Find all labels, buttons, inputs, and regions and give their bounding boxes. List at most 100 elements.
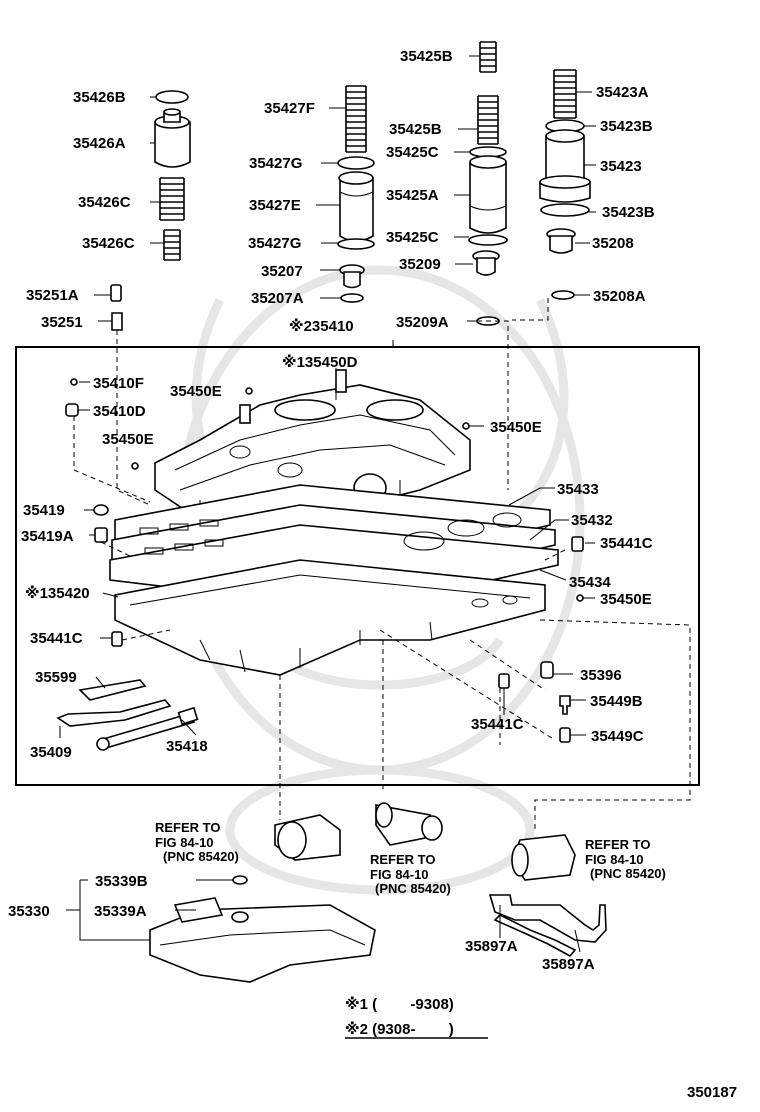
callout-35449C: 35449C bbox=[591, 728, 644, 745]
part-35396 bbox=[540, 661, 554, 679]
callout-35251: 35251 bbox=[41, 314, 83, 331]
callout-35450E-d: 35450E bbox=[600, 591, 652, 608]
callout-35425B-top: 35425B bbox=[400, 48, 453, 65]
callout-35251A: 35251A bbox=[26, 287, 79, 304]
callout-35599: 35599 bbox=[35, 669, 77, 686]
callout-35427G-a: 35427G bbox=[249, 155, 302, 172]
callout-35423B-b: 35423B bbox=[602, 204, 655, 221]
callout-35409: 35409 bbox=[30, 744, 72, 761]
part-35426C-spring bbox=[159, 177, 185, 221]
part-35207-plug bbox=[339, 264, 365, 289]
callout-35426A: 35426A bbox=[73, 135, 126, 152]
refer-note-left: REFER TO FIG 84-10 (PNC 85420) bbox=[155, 820, 239, 864]
part-35450E-dot-a bbox=[245, 387, 253, 395]
part-35207A-oring bbox=[340, 293, 364, 303]
part-35450E-dot-b bbox=[131, 462, 139, 470]
callout-35410F: 35410F bbox=[93, 375, 144, 392]
part-35441C-c bbox=[498, 673, 510, 689]
refer-note-center-line1: REFER TO bbox=[370, 852, 436, 867]
part-35330-oil-strainer bbox=[149, 897, 376, 983]
callout-35209A: 35209A bbox=[396, 314, 449, 331]
part-35251A bbox=[110, 284, 122, 302]
callout-35426B: 35426B bbox=[73, 89, 126, 106]
callout-35427F: 35427F bbox=[264, 100, 315, 117]
part-35251 bbox=[111, 312, 123, 331]
part-35339B-gasket bbox=[232, 875, 248, 885]
callout-35423: 35423 bbox=[600, 158, 642, 175]
callout-35432: 35432 bbox=[571, 512, 613, 529]
part-35449B bbox=[559, 695, 571, 715]
callout-35433: 35433 bbox=[557, 481, 599, 498]
callout-235410: ※235410 bbox=[289, 317, 354, 335]
callout-35441C-a: 35441C bbox=[600, 535, 653, 552]
part-35409-lever bbox=[56, 699, 172, 727]
callout-35425C-a: 35425C bbox=[386, 144, 439, 161]
refer-note-center-line3: (PNC 85420) bbox=[375, 881, 451, 896]
part-35427G-ring-upper bbox=[337, 156, 375, 170]
part-35208A-oring bbox=[551, 290, 575, 300]
refer-note-center: REFER TO FIG 84-10 (PNC 85420) bbox=[370, 852, 451, 896]
callout-35897A-b: 35897A bbox=[542, 956, 595, 973]
part-35449C bbox=[559, 727, 571, 743]
callout-35425A: 35425A bbox=[386, 187, 439, 204]
part-35419 bbox=[93, 504, 109, 516]
callout-135450D: ※135450D bbox=[282, 353, 358, 371]
legend-note-1: ※1 ( -9308) bbox=[345, 995, 454, 1013]
callout-35419A: 35419A bbox=[21, 528, 74, 545]
part-35441C-b bbox=[111, 631, 123, 647]
callout-35418: 35418 bbox=[166, 738, 208, 755]
callout-35449B: 35449B bbox=[590, 693, 643, 710]
part-35427F-spring bbox=[345, 85, 367, 153]
callout-35434: 35434 bbox=[569, 574, 611, 591]
solenoid-center bbox=[375, 802, 443, 846]
leader-lines bbox=[59, 55, 596, 953]
callout-35427G-b: 35427G bbox=[248, 235, 301, 252]
part-35599-bracket bbox=[78, 679, 147, 701]
callout-35425C-b: 35425C bbox=[386, 229, 439, 246]
callout-35208: 35208 bbox=[592, 235, 634, 252]
part-35425C-ring-lower bbox=[468, 234, 508, 246]
legend-note-2: ※2 (9308- ) bbox=[345, 1020, 454, 1038]
solenoid-right bbox=[511, 834, 576, 881]
legend: ※1 ( -9308) ※2 (9308- ) bbox=[345, 995, 488, 1039]
part-35209-plug bbox=[472, 250, 500, 276]
refer-note-right-line2: FIG 84-10 bbox=[585, 852, 644, 867]
callout-35441C-b: 35441C bbox=[30, 630, 83, 647]
part-35441C-a bbox=[571, 536, 584, 552]
part-35450E-dot-d bbox=[576, 594, 584, 602]
part-35410D bbox=[65, 403, 79, 417]
refer-note-left-line3: (PNC 85420) bbox=[163, 849, 239, 864]
part-35450E-dot-c bbox=[462, 422, 470, 430]
callout-35423B-a: 35423B bbox=[600, 118, 653, 135]
refer-note-left-line1: REFER TO bbox=[155, 820, 221, 835]
callout-35897A-a: 35897A bbox=[465, 938, 518, 955]
callout-35426C-a: 35426C bbox=[78, 194, 131, 211]
part-35427E-sleeve bbox=[338, 171, 374, 242]
callout-35427E: 35427E bbox=[249, 197, 301, 214]
callout-35339B: 35339B bbox=[95, 873, 148, 890]
valve-body-assembly-frame bbox=[15, 346, 700, 786]
callout-35450E-a: 35450E bbox=[170, 383, 222, 400]
part-35423-piston bbox=[539, 129, 591, 203]
refer-note-right-line1: REFER TO bbox=[585, 837, 651, 852]
part-35423B-ring-lower bbox=[540, 203, 590, 217]
part-35425B-top-spring bbox=[479, 41, 497, 73]
part-35426B-ring bbox=[155, 90, 189, 104]
refer-note-left-line2: FIG 84-10 bbox=[155, 835, 214, 850]
callout-35209: 35209 bbox=[399, 256, 441, 273]
callout-35339A: 35339A bbox=[94, 903, 147, 920]
part-35208-plug bbox=[546, 228, 576, 254]
refer-note-center-line2: FIG 84-10 bbox=[370, 867, 429, 882]
part-35897A-oil-tubes bbox=[488, 894, 607, 958]
callout-35330: 35330 bbox=[8, 903, 50, 920]
callout-35450E-b: 35450E bbox=[102, 431, 154, 448]
part-35419A bbox=[94, 527, 108, 543]
callout-35450E-c: 35450E bbox=[490, 419, 542, 436]
callout-35208A: 35208A bbox=[593, 288, 646, 305]
callout-35425B: 35425B bbox=[389, 121, 442, 138]
diagram-id: 350187 bbox=[687, 1084, 737, 1101]
callout-35207: 35207 bbox=[261, 263, 303, 280]
solenoid-left bbox=[274, 814, 341, 861]
